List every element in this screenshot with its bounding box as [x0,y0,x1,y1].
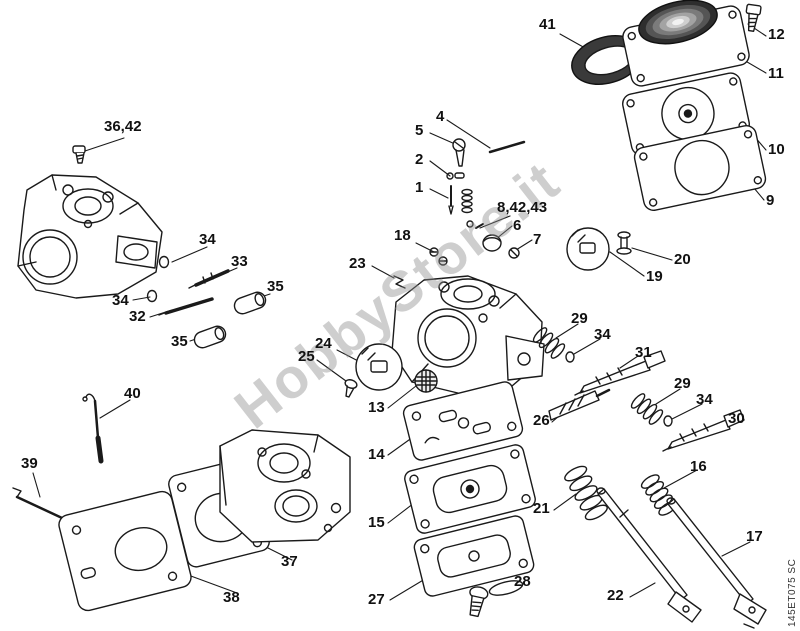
gasket-14 [402,381,524,461]
needle-30 [662,409,745,452]
valve-20 [616,231,632,255]
choke-rod-40 [82,393,104,464]
oring-34-lower [663,415,673,427]
screw-28 [469,586,489,618]
carb-body-top-left [17,174,163,299]
screen-13 [414,369,438,393]
gasket-9 [633,124,767,212]
screw-12 [745,3,762,32]
carb-body-center [391,275,545,395]
spring-29-upper [532,327,566,359]
ribbed-dome-11 [638,0,718,45]
diagram-reference-code: 145ET075 SC [787,558,798,627]
throttle-shaft-22 [596,487,702,623]
screw-25 [344,379,358,398]
needle-31 [574,350,666,396]
valve-flap-27 [488,580,524,596]
spring-29-lower [630,393,664,425]
diaphragm-15 [404,444,536,534]
friction-disc-19 [566,227,610,271]
gasket-38 [58,490,192,612]
nozzle-26 [548,388,611,421]
bolt-36-42 [72,145,86,164]
adjust-parts-1-to-8 [393,138,526,289]
pump-plate-27 [413,515,535,597]
needles-and-plugs-32-35 [146,255,267,349]
disc-24 [355,343,403,391]
oring-34-upper [565,351,575,363]
carb-body-bottom-left [219,429,351,543]
choke-shaft-17 [666,497,767,629]
